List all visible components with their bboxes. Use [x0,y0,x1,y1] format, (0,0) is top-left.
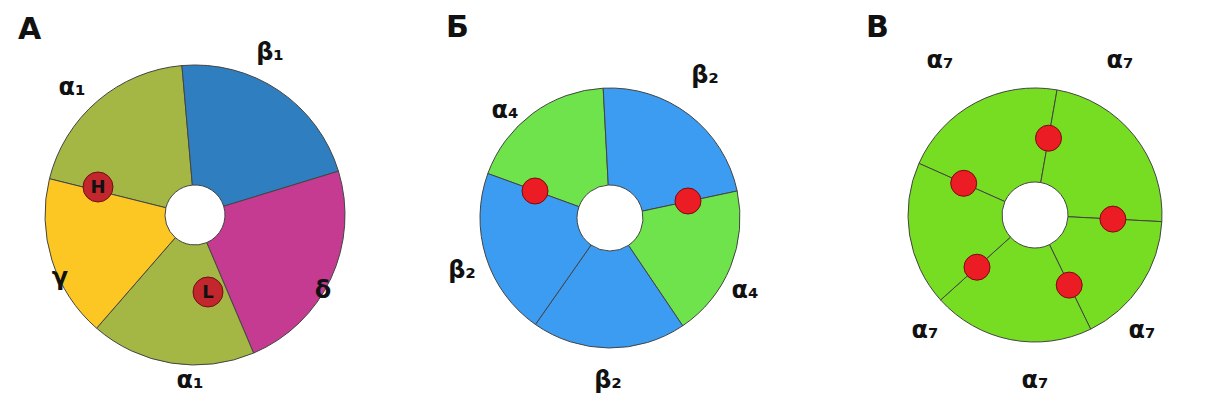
subunit-segment: β₂ [410,0,815,404]
segment-shape [410,0,815,404]
panel-letter: В [866,12,889,42]
subunit-segment: α₇ [820,0,1208,404]
subunit-segment: α₇ [820,0,1208,404]
segment-shape [0,0,405,404]
subunit-arc [1041,90,1162,222]
subunit-label: α₇ [912,318,939,342]
subunit-arc [908,163,1010,300]
subunit-label: α₇ [927,48,954,72]
subunit-segment: γ [0,0,405,404]
subunit-label: β₁ [256,40,284,64]
segment-shape [820,0,1208,404]
segment-shape [820,0,1208,404]
subunit-label: β₂ [691,63,719,87]
panel-letter: Б [446,12,469,42]
subunit-label: γ [52,265,68,289]
residue-letter: H [90,178,105,196]
residue-circle: L [192,276,224,308]
panel-letter: А [18,14,41,44]
segment-shape [820,0,1208,404]
subunit-arc [603,88,737,211]
subunit-label: β₂ [448,258,476,282]
subunit-label: α₄ [732,278,759,302]
segment-shape [820,0,1208,404]
segment-shape [410,0,815,404]
subunit-arc [45,179,175,328]
subunit-arc [480,174,591,325]
residue-circle-shape [83,172,113,202]
subunit-segment: β₂ [410,0,815,404]
subunit-label: α₁ [59,75,86,99]
binding-site-dot [675,188,701,214]
residue-circle: H [82,171,114,203]
subunit-label: δ [315,278,332,302]
binding-site-dot [1100,206,1126,232]
subunit-segment: α₇ [820,0,1208,404]
subunit-label: β₂ [594,368,622,392]
subunit-label: α₄ [492,98,519,122]
residue-letter: L [202,283,213,301]
subunit-segment: α₇ [820,0,1208,404]
binding-site-dot [522,178,548,204]
subunit-label: α₇ [1129,318,1156,342]
binding-site-dot [1056,272,1082,298]
subunit-label: α₇ [1107,48,1134,72]
residue-circle-shape [193,277,223,307]
subunit-label: α₁ [177,368,204,392]
binding-site-dot [964,254,990,280]
binding-site-dot [951,170,977,196]
subunit-label: α₇ [1022,368,1049,392]
binding-site-dot [1036,125,1062,151]
